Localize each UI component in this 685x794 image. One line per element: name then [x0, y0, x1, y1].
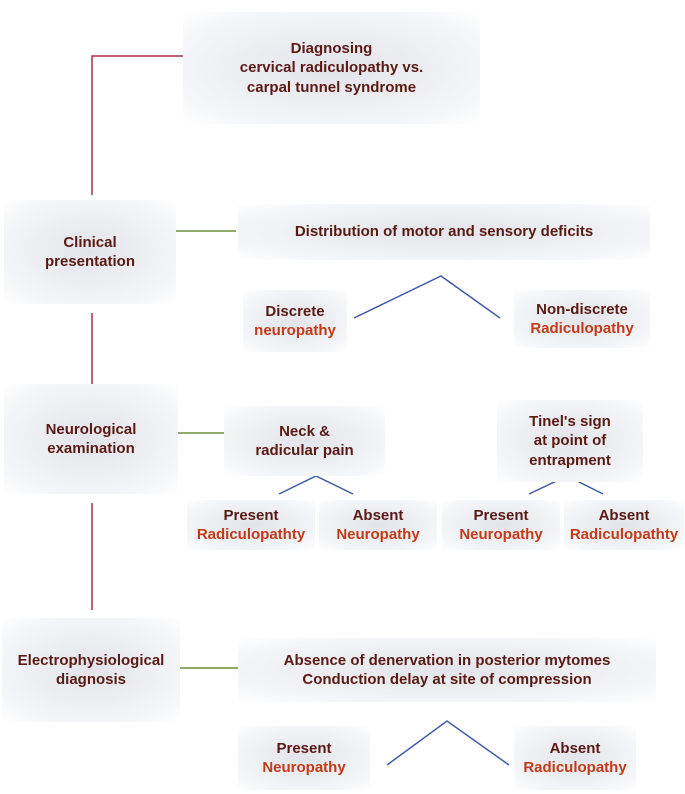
clinical-line-2: presentation — [44, 253, 135, 270]
non-discrete-result: Radiculopathy — [530, 320, 634, 337]
neck-pain-branch — [278, 475, 354, 495]
neuro-line-2: examination — [47, 440, 135, 457]
electro-absent-label: Absent — [549, 739, 601, 757]
neck-absent-box: Absent Neuropathy — [319, 500, 437, 550]
neck-pain-box: Neck & radicular pain — [224, 406, 385, 476]
neck-pain-line-2: radicular pain — [255, 442, 354, 459]
tinel-line-2: at point of — [533, 432, 607, 450]
tinel-line-1: Tinel's sign — [529, 412, 611, 430]
title-box: Diagnosing cervical radiculopathy vs. ca… — [183, 12, 480, 124]
non-discrete-box: Non-discrete Radiculopathy — [514, 290, 650, 348]
electro-criteria-box: Absence of denervation in posterior myto… — [238, 638, 656, 702]
electrophysiological-diagnosis-box: Electrophysiological diagnosis — [2, 618, 180, 722]
title-line-3: carpal tunnel syndrome — [246, 78, 417, 96]
distribution-label: Distribution of motor and sensory defici… — [294, 223, 594, 241]
electro-absent-box: Absent Radiculopathy — [514, 726, 636, 790]
neurological-examination-box: Neurological examination — [4, 384, 178, 494]
electro-present-box: Present Neuropathy — [238, 726, 370, 790]
electro-line-2: diagnosis — [55, 671, 126, 688]
electro-absent-result: Radiculopathy — [523, 759, 627, 776]
distribution-box: Distribution of motor and sensory defici… — [238, 204, 650, 260]
electro-present-label: Present — [276, 739, 332, 757]
title-line-1: Diagnosing — [290, 39, 373, 57]
tinel-present-result: Neuropathy — [459, 526, 543, 543]
neck-present-label: Present — [223, 506, 279, 524]
title-connector — [91, 55, 183, 195]
tinel-absent-label: Absent — [598, 506, 650, 524]
discrete-box: Discrete neuropathy — [243, 290, 347, 352]
title-line-2: cervical radiculopathy vs. — [239, 59, 424, 77]
clinical-line-1: Clinical — [63, 233, 117, 251]
neck-absent-result: Neuropathy — [336, 526, 420, 543]
discrete-result: neuropathy — [254, 322, 336, 339]
electro-branch — [386, 720, 510, 766]
neck-pain-line-1: Neck & — [279, 422, 330, 440]
neck-absent-label: Absent — [352, 506, 404, 524]
electro-present-result: Neuropathy — [262, 759, 346, 776]
discrete-label: Discrete — [265, 302, 325, 320]
neck-present-box: Present Radiculopathty — [187, 500, 315, 550]
clinical-presentation-box: Clinical presentation — [4, 200, 176, 304]
electro-criteria-line-1: Absence of denervation in posterior myto… — [283, 651, 611, 669]
electro-line-1: Electrophysiological — [17, 651, 165, 669]
electro-criteria-line-2: Conduction delay at site of compression — [302, 671, 592, 688]
tinel-absent-box: Absent Radiculopathty — [564, 500, 684, 550]
tinel-present-box: Present Neuropathy — [442, 500, 560, 550]
tinel-present-label: Present — [473, 506, 529, 524]
tinel-absent-result: Radiculopathty — [569, 526, 679, 543]
neck-present-result: Radiculopathty — [196, 526, 306, 543]
neuro-line-1: Neurological — [45, 420, 137, 438]
non-discrete-label: Non-discrete — [536, 300, 628, 318]
tinel-line-3: entrapment — [529, 451, 611, 469]
clinical-branch — [353, 275, 501, 319]
tinel-box: Tinel's sign at point of entrapment — [497, 400, 643, 482]
